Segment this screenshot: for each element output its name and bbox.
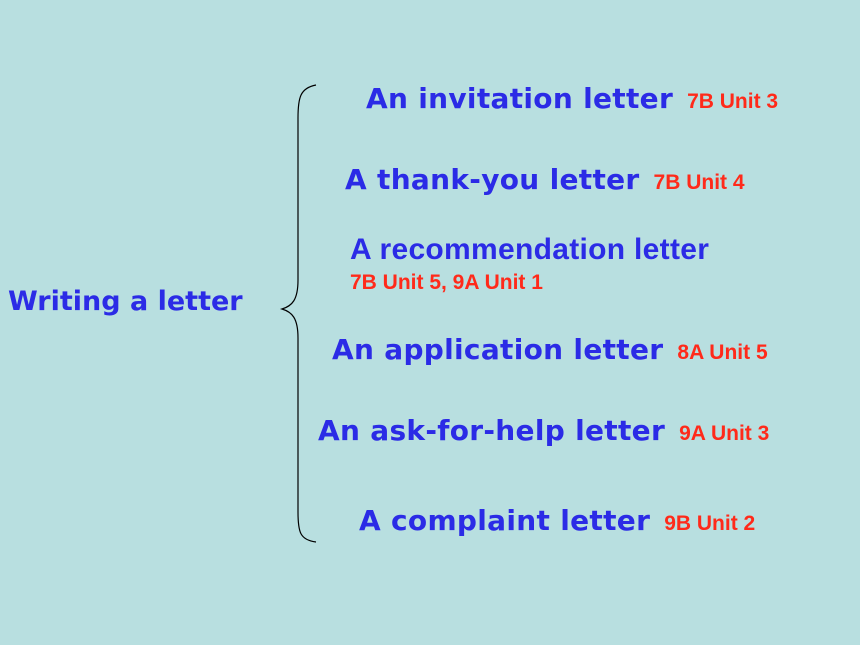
letter-type: An application letter (332, 333, 664, 366)
unit-reference: 8A Unit 5 (677, 341, 768, 364)
letter-item: A thank-you letter 7B Unit 4 (345, 163, 745, 196)
letter-item: An invitation letter 7B Unit 3 (366, 82, 778, 115)
letter-type: An ask-for-help letter (318, 414, 666, 447)
letter-item: A recommendation letter 7B Unit 5, 9A Un… (350, 233, 709, 295)
unit-reference: 7B Unit 3 (687, 90, 779, 113)
unit-reference: 7B Unit 4 (653, 171, 745, 194)
root-label: Writing a letter (8, 286, 243, 317)
letter-type: A recommendation letter (350, 233, 710, 266)
letter-type: A complaint letter (359, 504, 651, 537)
unit-reference: 7B Unit 5, 9A Unit 1 (350, 271, 543, 294)
letter-type: An invitation letter (366, 82, 674, 115)
letter-item: A complaint letter 9B Unit 2 (359, 504, 755, 537)
unit-reference: 9B Unit 2 (664, 512, 756, 535)
letter-item: An ask-for-help letter 9A Unit 3 (318, 414, 769, 447)
letter-type: A thank-you letter (345, 163, 640, 196)
letter-item: An application letter 8A Unit 5 (332, 333, 768, 366)
unit-reference: 9A Unit 3 (679, 422, 770, 445)
